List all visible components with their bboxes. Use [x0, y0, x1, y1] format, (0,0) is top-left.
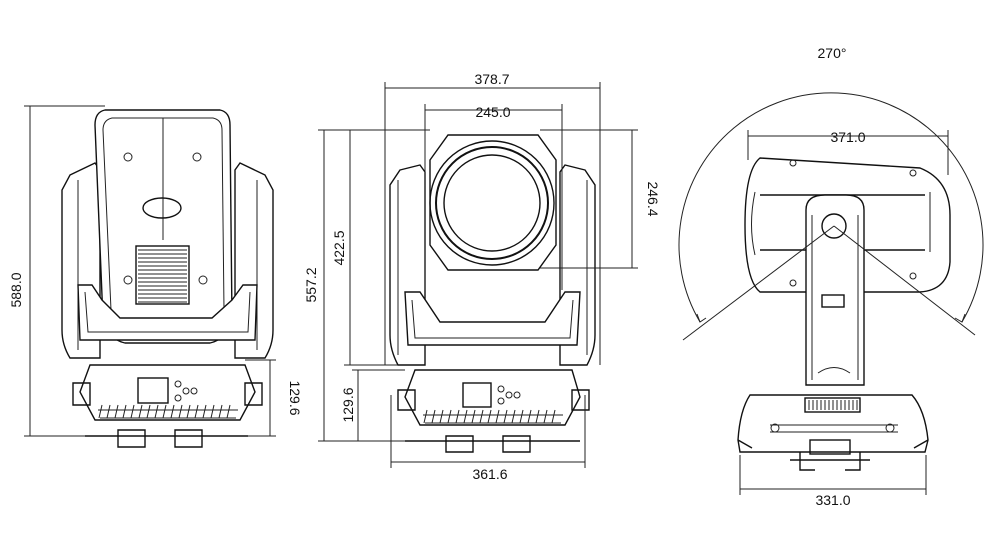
- dim-label-270: 270°: [818, 45, 847, 61]
- dim-label-361-6: 361.6: [472, 466, 507, 482]
- dim-label-129-6-left: 129.6: [287, 380, 303, 415]
- dim-label-371: 371.0: [830, 129, 865, 145]
- dim-label-246-4: 246.4: [645, 181, 661, 216]
- dim-front-base-width: [390, 395, 586, 468]
- dim-side-head-width: [747, 130, 949, 175]
- dim-front-arm-height: [344, 130, 398, 366]
- dim-label-588: 588.0: [8, 272, 24, 307]
- dim-label-557-2: 557.2: [303, 267, 319, 302]
- dim-front-outer-width: [384, 82, 601, 365]
- side-view: [678, 92, 984, 495]
- back-view: [24, 105, 276, 448]
- dim-back-height: [24, 105, 105, 437]
- dim-front-base-height: [352, 369, 405, 441]
- dim-label-245: 245.0: [475, 104, 510, 120]
- dim-label-378-7: 378.7: [474, 71, 509, 87]
- dim-front-inner-width: [424, 104, 563, 290]
- front-view: [318, 82, 638, 468]
- dim-label-331: 331.0: [815, 492, 850, 508]
- dim-side-base-width: [739, 455, 927, 495]
- dim-front-lens-height: [540, 129, 638, 269]
- dim-label-422-5: 422.5: [331, 230, 347, 265]
- dim-label-129-6-front: 129.6: [340, 387, 356, 422]
- dim-back-base: [245, 359, 276, 437]
